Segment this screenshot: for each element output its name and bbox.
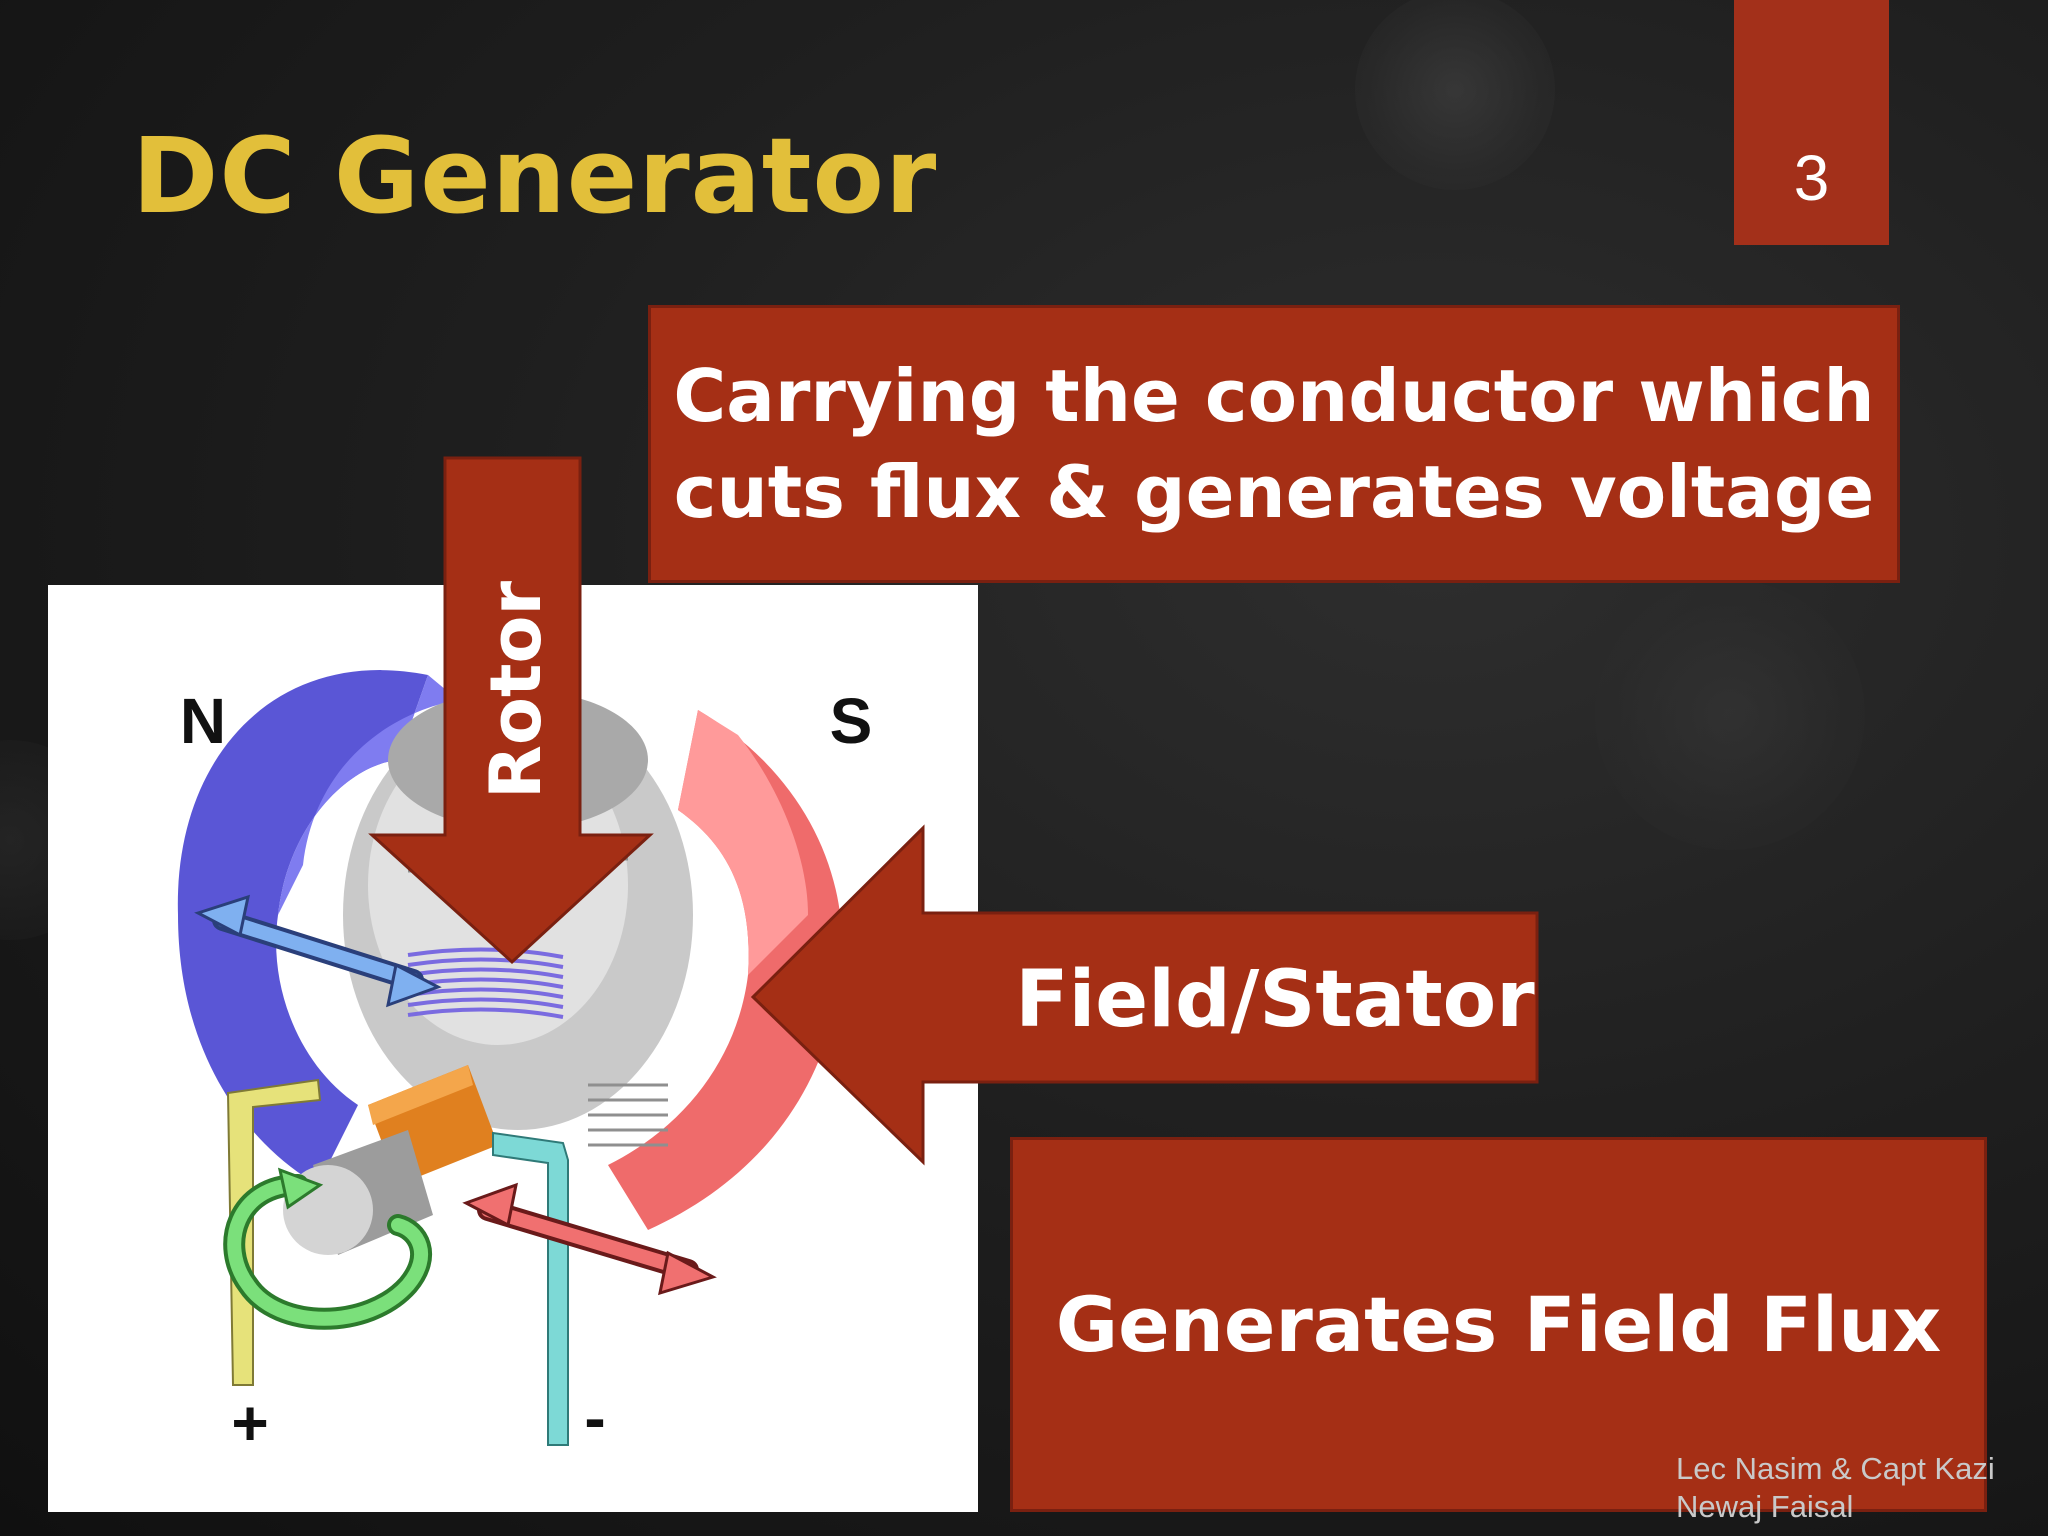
field-left-arrow	[750, 824, 1539, 1166]
flux-double-arrow-red	[462, 1182, 717, 1296]
background-bokeh-circle	[1355, 0, 1555, 190]
north-pole-magnet	[177, 670, 428, 1185]
background-bokeh-circle	[1595, 580, 1865, 850]
slide-title: DC Generator	[132, 115, 938, 237]
credit-line1: Lec Nasim & Capt Kazi	[1676, 1451, 1995, 1486]
rotor-description-box: Carrying the conductor which cuts flux &…	[648, 305, 1900, 583]
page-number: 3	[1793, 142, 1830, 214]
rotor-description-line2: cuts flux & generates voltage	[673, 450, 1875, 534]
north-pole-label: N	[180, 685, 226, 757]
negative-terminal-label: -	[584, 1382, 605, 1454]
field-description-box: Generates Field Flux	[1010, 1137, 1987, 1512]
rotor-down-arrow	[368, 456, 654, 965]
page-number-badge: 3	[1734, 0, 1889, 245]
positive-terminal-label: +	[231, 1387, 268, 1459]
field-stator-label: Field/Stator	[1015, 955, 1535, 1045]
field-description: Generates Field Flux	[1055, 1280, 1942, 1369]
rotor-label: Rotor	[475, 580, 557, 800]
flux-double-arrow-blue	[194, 894, 442, 1008]
rotor-description-line1: Carrying the conductor which	[673, 354, 1875, 438]
positive-brush-lead	[226, 1078, 322, 1386]
south-pole-label: S	[830, 685, 873, 757]
author-credit: Lec Nasim & Capt Kazi Newaj Faisal	[1676, 1450, 2036, 1526]
negative-brush-lead	[492, 1131, 569, 1446]
credit-line2: Newaj Faisal	[1676, 1489, 1854, 1524]
